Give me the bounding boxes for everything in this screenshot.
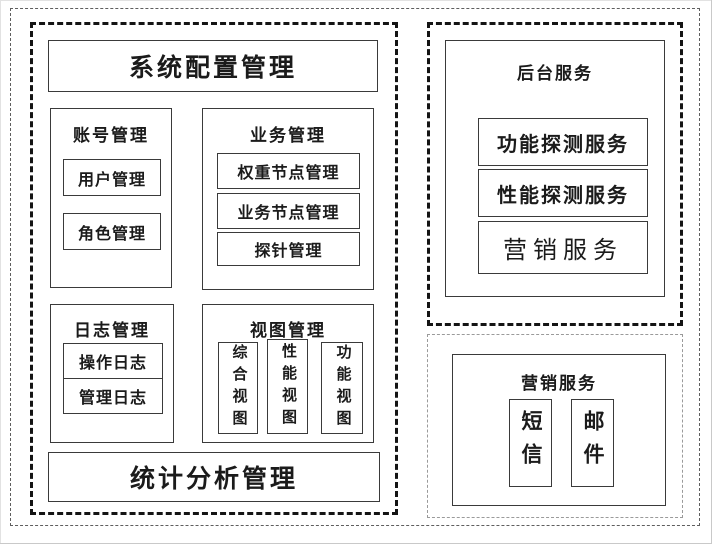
backend-services-box: 后台服务 功能探测服务 性能探测服务 营销服务 (445, 40, 665, 297)
backend-services-title: 后台服务 (517, 64, 593, 83)
marketing-services-box: 营销服务 短信 邮件 (452, 354, 666, 506)
function-probe-service-box: 功能探测服务 (478, 118, 648, 166)
business-node-box: 业务节点管理 (217, 193, 360, 229)
role-mgmt-box: 角色管理 (63, 213, 161, 250)
probe-mgmt-label: 探针管理 (254, 243, 323, 260)
account-group: 账号管理 用户管理 角色管理 (50, 108, 172, 288)
backend-services-panel (427, 22, 683, 326)
marketing-service-box: 营销服务 (478, 221, 648, 274)
marketing-service-label: 营销服务 (503, 238, 623, 264)
composite-view-box: 综合视图 (218, 342, 258, 434)
business-group: 业务管理 权重节点管理 业务节点管理 探针管理 (202, 108, 374, 290)
performance-view-label: 性能视图 (280, 342, 296, 431)
business-node-label: 业务节点管理 (237, 205, 340, 222)
marketing-services-panel (427, 334, 683, 518)
performance-probe-service-box: 性能探测服务 (478, 169, 648, 217)
stats-analysis-title: 统计分析管理 (129, 466, 298, 493)
weight-node-box: 权重节点管理 (217, 153, 360, 189)
role-mgmt-label: 角色管理 (77, 225, 146, 243)
performance-view-box: 性能视图 (267, 339, 308, 434)
outer-frame (10, 8, 700, 526)
weight-node-label: 权重节点管理 (237, 165, 340, 182)
user-mgmt-box: 用户管理 (63, 159, 161, 196)
sms-box: 短信 (509, 399, 552, 487)
system-config-panel (30, 22, 398, 515)
email-box: 邮件 (571, 399, 614, 487)
composite-view-label: 综合视图 (230, 344, 247, 432)
manage-log-box: 管理日志 (63, 377, 163, 414)
system-config-title: 系统配置管理 (128, 55, 297, 82)
system-config-title-box: 系统配置管理 (48, 40, 378, 92)
log-group: 日志管理 操作日志 管理日志 (50, 304, 174, 443)
account-group-title: 账号管理 (73, 126, 149, 145)
view-group: 视图管理 综合视图 性能视图 功能视图 (202, 304, 374, 443)
operation-log-box: 操作日志 (63, 343, 163, 379)
email-label: 邮件 (581, 410, 605, 476)
marketing-services-title: 营销服务 (521, 374, 597, 393)
probe-mgmt-box: 探针管理 (217, 232, 360, 266)
function-view-box: 功能视图 (321, 342, 363, 434)
sms-label: 短信 (519, 410, 543, 476)
view-group-title: 视图管理 (250, 321, 326, 340)
business-group-title: 业务管理 (250, 126, 326, 145)
stats-analysis-title-box: 统计分析管理 (48, 452, 380, 502)
manage-log-label: 管理日志 (78, 389, 147, 407)
function-probe-service-label: 功能探测服务 (497, 133, 629, 156)
function-view-label: 功能视图 (334, 344, 351, 432)
user-mgmt-label: 用户管理 (77, 171, 146, 189)
performance-probe-service-label: 性能探测服务 (497, 184, 629, 207)
log-group-title: 日志管理 (74, 321, 150, 340)
operation-log-label: 操作日志 (78, 355, 147, 372)
